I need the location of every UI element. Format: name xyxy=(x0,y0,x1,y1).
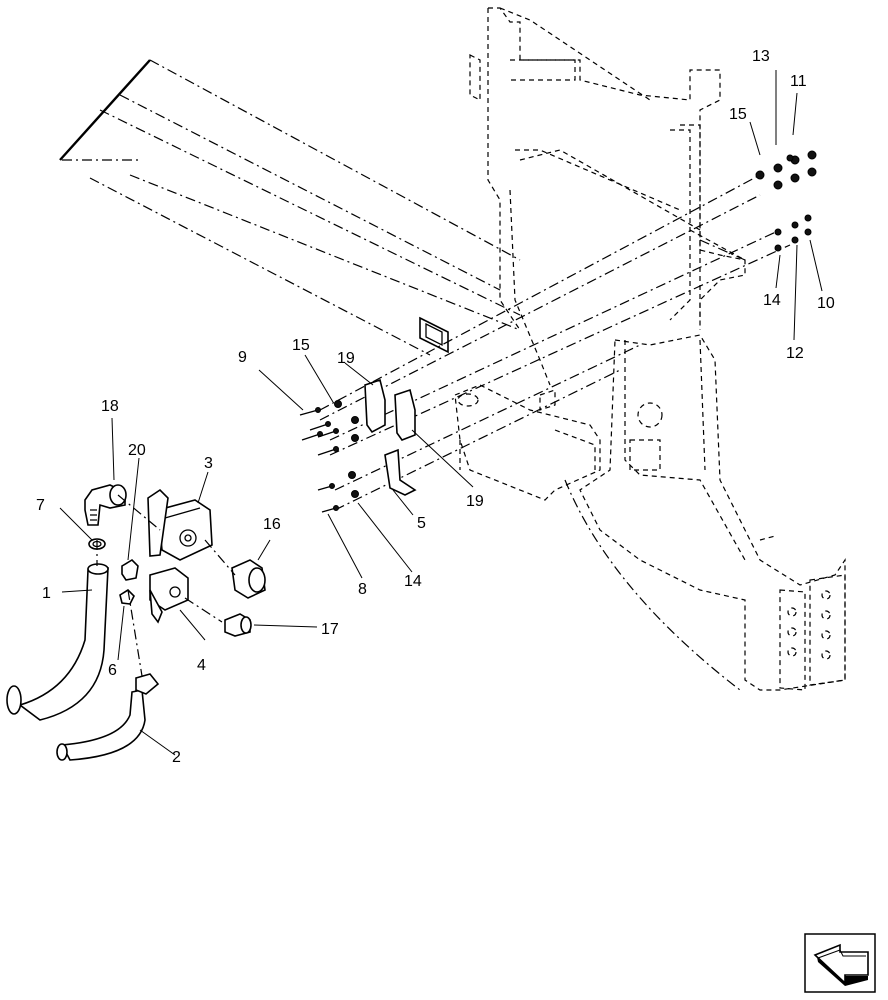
callout-2: 2 xyxy=(172,749,181,766)
previous-page-arrow-icon[interactable] xyxy=(804,933,876,993)
bolt-group xyxy=(299,400,359,513)
valve-3 xyxy=(147,488,213,561)
callout-18: 18 xyxy=(101,398,119,415)
callouts: 1 2 3 4 5 6 7 8 9 10 11 12 13 14 14 15 1… xyxy=(36,48,835,766)
fitting-lines xyxy=(96,494,236,677)
callout-16: 16 xyxy=(263,516,281,533)
callout-11: 11 xyxy=(790,73,807,90)
fitting-20 xyxy=(121,558,139,581)
callout-1: 1 xyxy=(42,585,51,602)
callout-12: 12 xyxy=(786,345,804,362)
callout-3: 3 xyxy=(204,455,213,472)
main-frame xyxy=(564,334,846,691)
fitting-17 xyxy=(224,613,252,637)
valve-4 xyxy=(149,567,189,624)
callout-13: 13 xyxy=(752,48,770,65)
callout-5: 5 xyxy=(417,515,426,532)
clamp-plates xyxy=(364,378,417,496)
nut-cluster xyxy=(755,150,817,252)
mounting-plate xyxy=(779,574,846,691)
pivot-bracket xyxy=(454,384,601,501)
hose-1 xyxy=(6,563,109,721)
grommet xyxy=(419,316,449,354)
phantom-upper-frame xyxy=(469,7,746,386)
callout-19-bottom: 19 xyxy=(466,493,484,510)
phantom-rail xyxy=(59,59,521,356)
callout-15-right: 15 xyxy=(729,106,747,123)
callout-19-top: 19 xyxy=(337,350,355,367)
callout-14-center: 14 xyxy=(404,573,422,590)
callout-4: 4 xyxy=(197,657,206,674)
leader-lines xyxy=(59,70,823,756)
callout-15-center: 15 xyxy=(292,337,310,354)
callout-6: 6 xyxy=(108,662,117,679)
callout-17: 17 xyxy=(321,621,339,638)
callout-14-right: 14 xyxy=(763,292,781,309)
callout-7: 7 xyxy=(36,497,45,514)
elbow-18 xyxy=(84,484,127,526)
callout-10: 10 xyxy=(817,295,835,312)
callout-20: 20 xyxy=(128,442,146,459)
fitting-6 xyxy=(119,588,135,605)
callout-8: 8 xyxy=(358,581,367,598)
callout-9: 9 xyxy=(238,349,247,366)
fitting-16 xyxy=(231,559,266,599)
